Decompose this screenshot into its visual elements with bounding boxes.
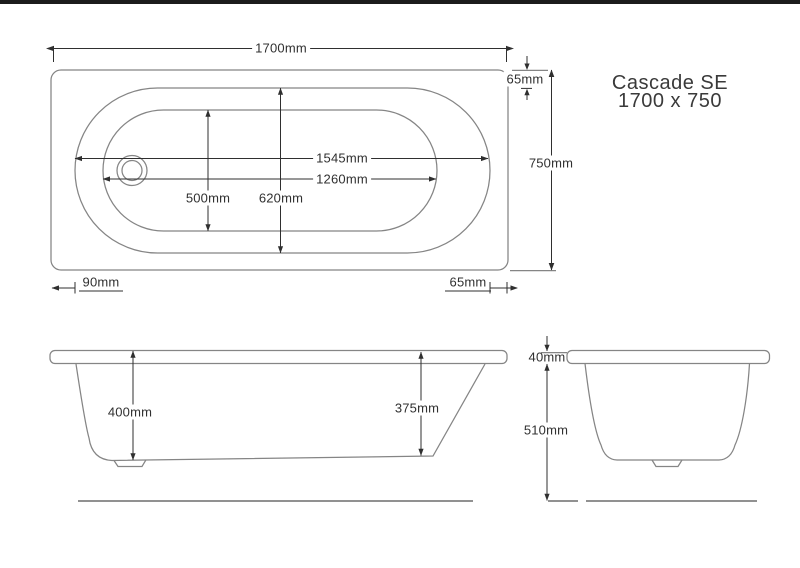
dim-label-top-rim-inset: 65mm bbox=[503, 71, 547, 87]
waste-drain-outer-icon bbox=[116, 154, 148, 187]
dim-label-internal-depth: 400mm bbox=[104, 404, 156, 420]
waste-drain-inner-icon bbox=[121, 159, 143, 182]
bath-rim-side bbox=[49, 349, 508, 365]
bath-basin-outer-edge-plan bbox=[74, 87, 491, 254]
top-border-bar bbox=[0, 0, 800, 4]
dim-label-right-rim-inset: 65mm bbox=[449, 274, 487, 290]
end-view-drawing bbox=[541, 349, 771, 468]
plan-view-arrowheads bbox=[46, 45, 555, 291]
dim-label-overall-width: 750mm bbox=[525, 155, 577, 171]
bath-rim-end bbox=[566, 349, 771, 365]
dim-label-overall-length: 1700mm bbox=[252, 40, 310, 56]
bath-foot-end bbox=[651, 459, 683, 468]
dim-label-overall-height: 510mm bbox=[520, 422, 572, 438]
dim-label-inner-basin-length: 1260mm bbox=[313, 171, 371, 187]
side-view-dimensions bbox=[132, 351, 422, 460]
bath-body-side bbox=[75, 363, 486, 462]
dim-label-left-rim-inset: 90mm bbox=[82, 274, 120, 290]
side-view-arrowheads bbox=[130, 350, 424, 461]
dim-label-outer-basin-width: 620mm bbox=[255, 190, 307, 206]
bath-foot-side bbox=[113, 459, 147, 468]
bath-body-end bbox=[584, 363, 751, 461]
plan-view-dimensions bbox=[52, 48, 552, 294]
dim-label-outer-basin-length: 1545mm bbox=[313, 150, 371, 166]
product-title: Cascade SE bbox=[611, 72, 729, 94]
bath-outer-rim-plan bbox=[50, 69, 509, 271]
dim-label-rim-height: 40mm bbox=[528, 349, 566, 365]
plan-view-drawing bbox=[50, 69, 556, 272]
dim-label-internal-depth-foot-end: 375mm bbox=[391, 400, 443, 416]
product-dimensions: 1700 x 750 bbox=[618, 90, 722, 112]
dim-label-inner-basin-width: 500mm bbox=[182, 190, 234, 206]
bath-basin-inner-floor-plan bbox=[102, 109, 438, 232]
side-view-drawing bbox=[49, 349, 508, 468]
end-view-arrowheads bbox=[544, 344, 550, 501]
